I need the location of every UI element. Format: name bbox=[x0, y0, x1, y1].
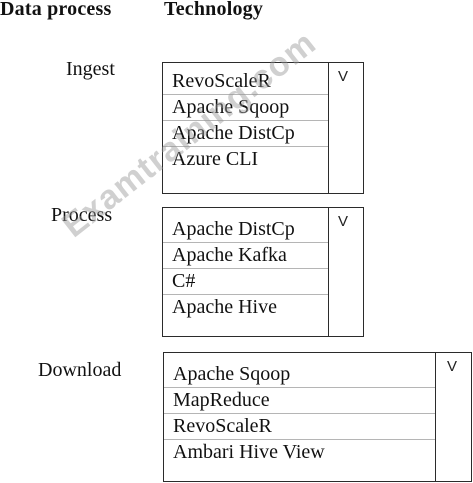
dropdown-options-ingest: RevoScaleR Apache Sqoop Apache DistCp Az… bbox=[163, 63, 329, 193]
dropdown-options-process: Apache DistCp Apache Kafka C# Apache Hiv… bbox=[163, 208, 329, 336]
header-technology: Technology bbox=[164, 0, 264, 20]
row-label-process: Process bbox=[51, 204, 113, 226]
row-label-ingest: Ingest bbox=[66, 58, 115, 80]
chevron-down-icon[interactable]: V bbox=[447, 358, 458, 375]
dropdown-process[interactable]: Apache DistCp Apache Kafka C# Apache Hiv… bbox=[162, 207, 364, 337]
dropdown-ingest[interactable]: RevoScaleR Apache Sqoop Apache DistCp Az… bbox=[162, 62, 364, 194]
dropdown-option[interactable]: C# bbox=[163, 269, 328, 295]
dropdown-download[interactable]: Apache Sqoop MapReduce RevoScaleR Ambari… bbox=[163, 352, 472, 482]
dropdown-options-download: Apache Sqoop MapReduce RevoScaleR Ambari… bbox=[164, 353, 436, 481]
header-data-process: Data process bbox=[0, 0, 112, 20]
row-label-download: Download bbox=[38, 359, 122, 381]
dropdown-option[interactable]: MapReduce bbox=[164, 388, 435, 414]
dropdown-option[interactable]: RevoScaleR bbox=[164, 414, 435, 440]
dropdown-option[interactable]: Azure CLI bbox=[172, 148, 259, 170]
chevron-down-icon[interactable]: V bbox=[338, 68, 349, 85]
dropdown-option[interactable]: Apache DistCp bbox=[163, 217, 328, 243]
dropdown-option[interactable]: Apache Sqoop bbox=[163, 95, 328, 121]
chevron-down-icon[interactable]: V bbox=[338, 213, 349, 230]
dropdown-option[interactable]: Apache Sqoop bbox=[164, 362, 435, 388]
dropdown-option[interactable]: RevoScaleR bbox=[163, 69, 328, 95]
dropdown-option[interactable]: Apache DistCp bbox=[163, 121, 328, 147]
dropdown-option[interactable]: Ambari Hive View bbox=[173, 441, 325, 463]
dropdown-option[interactable]: Apache Hive bbox=[172, 296, 277, 318]
dropdown-option[interactable]: Apache Kafka bbox=[163, 243, 328, 269]
